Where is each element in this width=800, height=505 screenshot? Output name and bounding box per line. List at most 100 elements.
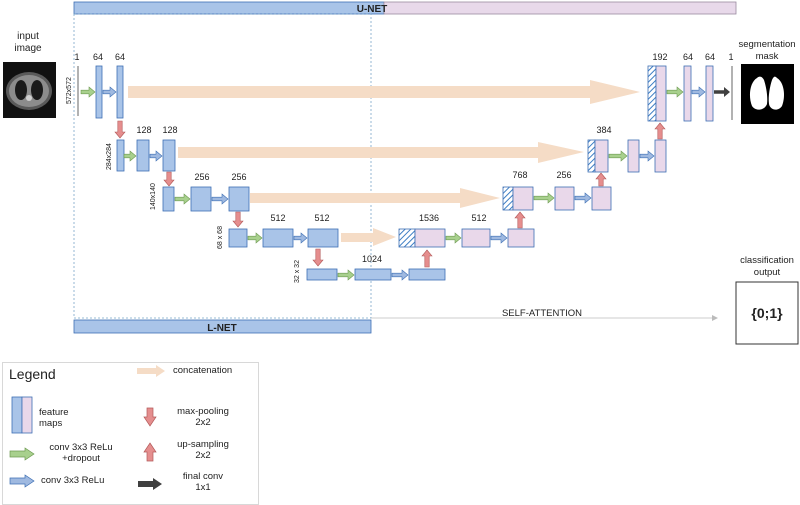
skip-connection-level2 [178, 142, 584, 163]
classification-output-box [735, 281, 799, 345]
conv-arrow [490, 232, 508, 244]
feature-map-dec3-b [591, 186, 612, 211]
channel-enc1-b: 64 [115, 52, 125, 62]
class-label-line1: classification [740, 255, 794, 266]
channel-enc2-a: 128 [136, 125, 151, 135]
legend-final-conv-label: final conv 1x1 [182, 471, 224, 493]
channel-enc4-b: 512 [314, 213, 329, 223]
conv-arrow [639, 150, 655, 162]
feature-map-enc3-0 [162, 186, 175, 212]
conv-dropout-arrow [80, 86, 96, 98]
max-pool-arrow [232, 211, 244, 228]
conv-dropout-arrow [247, 232, 263, 244]
feature-map-dec2-a [627, 139, 640, 173]
lnet-label: L-NET [207, 323, 236, 334]
legend-conv-dropout-label: conv 3x3 ReLu +dropout [49, 442, 113, 464]
dim-140: 140x140 [150, 183, 157, 210]
conv-dropout-arrow [174, 193, 191, 205]
feature-map-enc4-a [262, 228, 294, 248]
feature-map-dec2-skip [587, 139, 596, 173]
conv-arrow [574, 192, 592, 204]
legend-final-conv-icon [138, 478, 162, 490]
channel-dec1-a: 64 [683, 52, 693, 62]
feature-map-enc2-a [136, 139, 150, 172]
conv-dropout-arrow [666, 86, 684, 98]
conv-arrows-group [80, 86, 730, 281]
conv-arrow [102, 86, 117, 98]
legend-title: Legend [9, 366, 56, 382]
input-label-line1: input [17, 31, 39, 42]
legend-concat-icon [137, 365, 165, 377]
dim-284: 284x284 [106, 143, 113, 170]
skip-connection-level4 [341, 228, 396, 246]
conv-dropout-arrow [123, 150, 137, 162]
conv-arrow [211, 193, 229, 205]
channel-enc3-b: 256 [231, 172, 246, 182]
classification-value: {0;1} [751, 305, 783, 321]
dim-68: 68 x 68 [217, 226, 224, 249]
feature-map-enc3-b [228, 186, 250, 212]
channel-dec3-cat: 768 [512, 170, 527, 180]
segmentation-mask-image [741, 64, 794, 124]
seg-label-line2: mask [756, 51, 779, 62]
channel-dec3: 256 [556, 170, 571, 180]
max-pool-arrow [163, 171, 175, 187]
feature-map-dec1-cat [655, 65, 667, 122]
feature-map-bottom-a [354, 268, 392, 281]
legend-feature-maps-icon [11, 396, 33, 434]
conv-dropout-arrow [608, 150, 628, 162]
feature-map-enc1-b [116, 65, 124, 119]
feature-map-dec4-a [461, 228, 491, 248]
feature-map-dec3-a [554, 186, 575, 211]
feature-map-dec3-skip [502, 186, 514, 211]
legend-up-sample-icon [143, 442, 157, 462]
channel-output: 1 [728, 52, 733, 62]
channel-input: 1 [74, 52, 79, 62]
max-pool-arrow [114, 120, 126, 139]
input-label-line2: image [14, 43, 42, 54]
channel-enc1-a: 64 [93, 52, 103, 62]
conv-arrow [691, 86, 706, 98]
legend: Legend feature maps conv 3x3 ReLu +dropo… [2, 362, 259, 505]
legend-max-pool-label: max-pooling 2x2 [177, 406, 229, 428]
legend-max-pool-icon [143, 407, 157, 427]
final-conv-arrow [714, 87, 730, 97]
channel-dec1-b: 64 [705, 52, 715, 62]
conv-dropout-arrow [445, 232, 462, 244]
up-sample-arrow [514, 211, 526, 229]
feature-map-enc2-0 [116, 139, 125, 172]
feature-map-dec1-skip [647, 65, 657, 122]
dim-32: 32 x 32 [294, 260, 301, 283]
self-attention-arrowhead [712, 315, 718, 321]
feature-map-dec3-cat [512, 186, 534, 211]
class-label-line2: output [754, 267, 781, 278]
input-ct-image [3, 62, 56, 118]
conv-arrow [149, 150, 163, 162]
channel-dec4: 512 [471, 213, 486, 223]
feature-map-dec4-skip [398, 228, 416, 248]
feature-map-enc2-b [162, 139, 176, 172]
legend-conv-dropout-icon [9, 447, 35, 461]
legend-feature-maps-label: feature maps [39, 407, 69, 429]
skip-connection-level3 [250, 188, 500, 208]
conv-dropout-arrow [533, 192, 555, 204]
feature-map-enc4-b [307, 228, 339, 248]
feature-map-dec2-cat [594, 139, 609, 173]
channel-dec4-cat: 1536 [419, 213, 439, 223]
feature-map-enc1-a [95, 65, 103, 119]
seg-label-line1: segmentation [738, 39, 795, 50]
up-sample-arrow [421, 249, 433, 268]
channel-bottom: 1024 [362, 254, 382, 264]
feature-map-dec2-b [654, 139, 667, 173]
legend-conv-icon [9, 474, 35, 488]
conv-arrow [391, 269, 409, 281]
feature-map-dec1-a [683, 65, 692, 122]
feature-map-enc4-0 [228, 228, 248, 248]
unet-label: U-NET [357, 4, 388, 15]
channel-enc3-a: 256 [194, 172, 209, 182]
up-sample-arrow [595, 172, 607, 187]
feature-map-dec4-cat [414, 228, 446, 248]
feature-map-dec1-b [705, 65, 714, 122]
legend-concat-label: concatenation [173, 365, 233, 376]
